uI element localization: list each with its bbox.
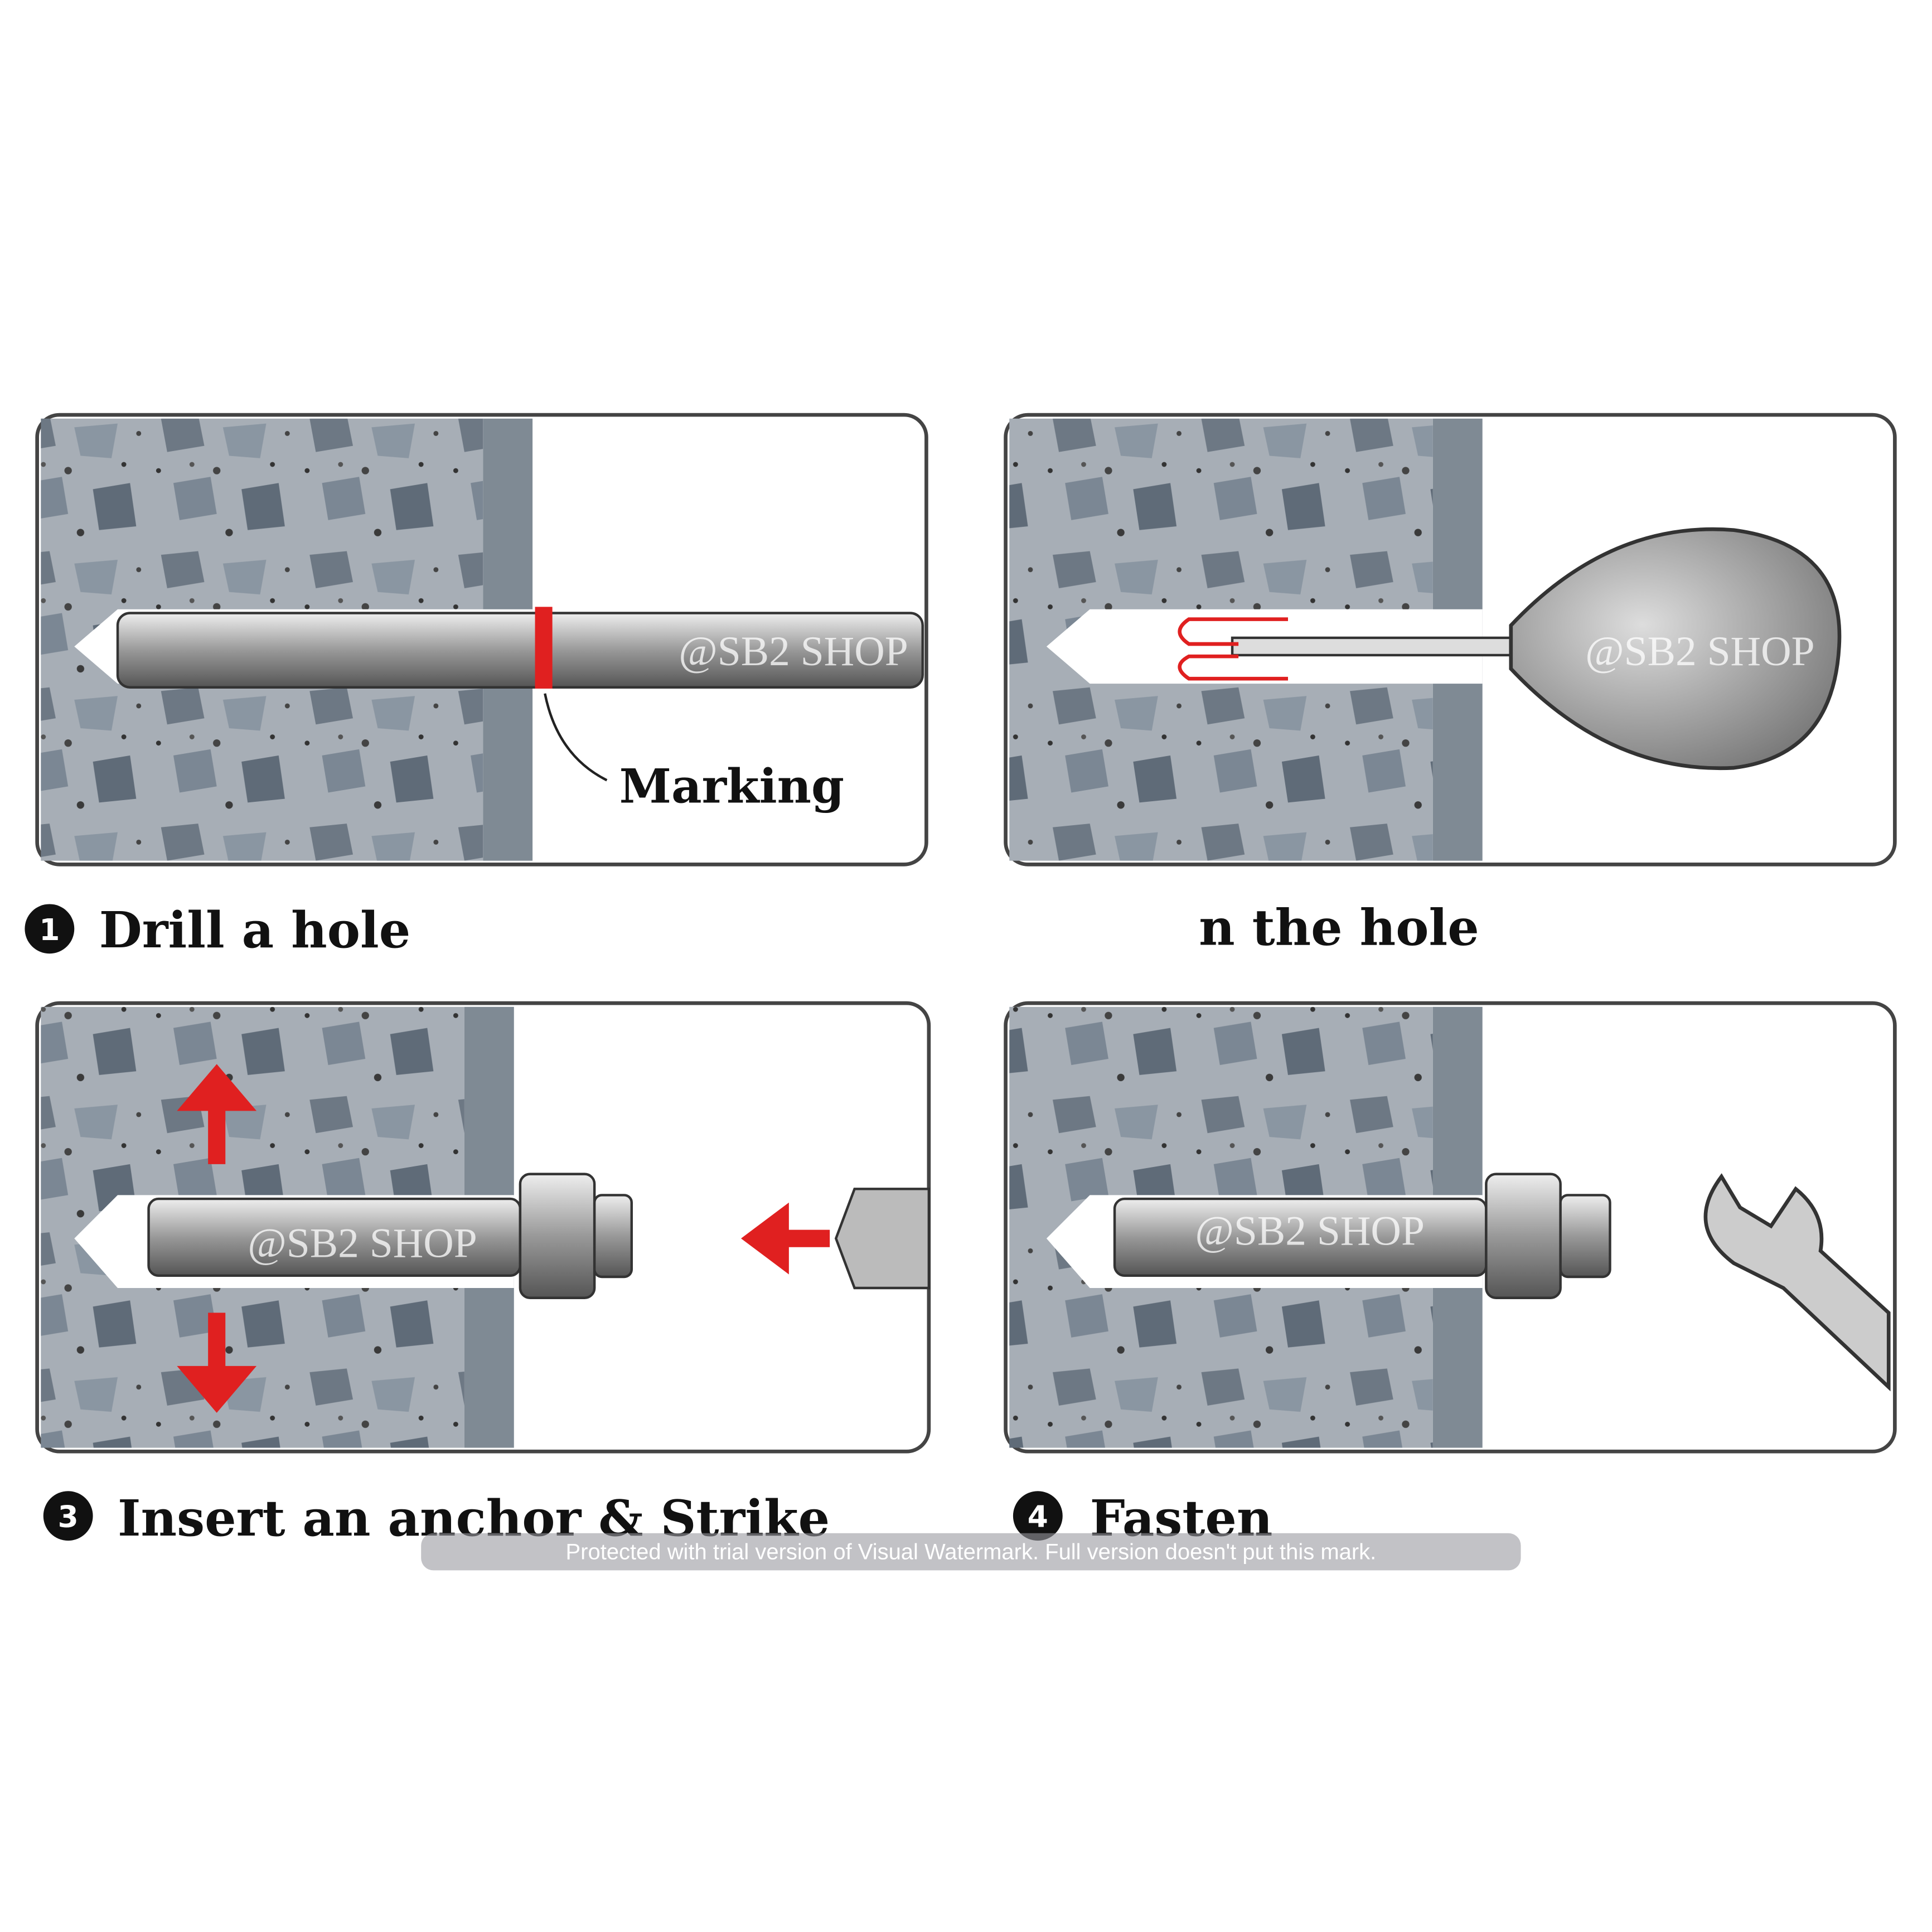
panel-clean: @SB2 SHOP	[1004, 413, 1897, 866]
blurred-overlay	[743, 892, 1202, 998]
hammer-icon	[834, 1188, 931, 1290]
wrench-icon	[1703, 1173, 1891, 1392]
panel-insert: @SB2 SHOP	[35, 1001, 931, 1454]
panel-fasten: @SB2 SHOP	[1004, 1001, 1897, 1454]
svg-text:1: 1	[39, 913, 60, 947]
svg-text:3: 3	[58, 1500, 79, 1534]
arrow-down-icon	[177, 1313, 257, 1413]
svg-text:Protected with trial version o: Protected with trial version of Visual W…	[566, 1539, 1377, 1564]
depth-marking	[535, 607, 553, 689]
shop-watermark: @SB2 SHOP	[1195, 1208, 1425, 1254]
step-1-caption: 1 Drill a hole	[25, 901, 410, 959]
trial-watermark-bar: Protected with trial version of Visual W…	[421, 1533, 1521, 1571]
shop-watermark: @SB2 SHOP	[1585, 628, 1815, 675]
blower-nozzle	[1231, 636, 1519, 657]
arrow-up-icon	[177, 1064, 257, 1164]
step-2-caption: n the hole	[1199, 899, 1479, 957]
svg-text:Drill a hole: Drill a hole	[99, 901, 411, 959]
svg-text:4: 4	[1028, 1500, 1048, 1534]
drill-bit	[116, 612, 924, 689]
shop-watermark: @SB2 SHOP	[679, 628, 908, 675]
shop-watermark: @SB2 SHOP	[248, 1220, 477, 1266]
marking-label: Marking	[619, 758, 844, 814]
arrow-left-icon	[740, 1202, 830, 1275]
panel-drill: Marking @SB2 SHOP	[35, 413, 928, 866]
blower-bulb-icon	[1509, 527, 1842, 771]
